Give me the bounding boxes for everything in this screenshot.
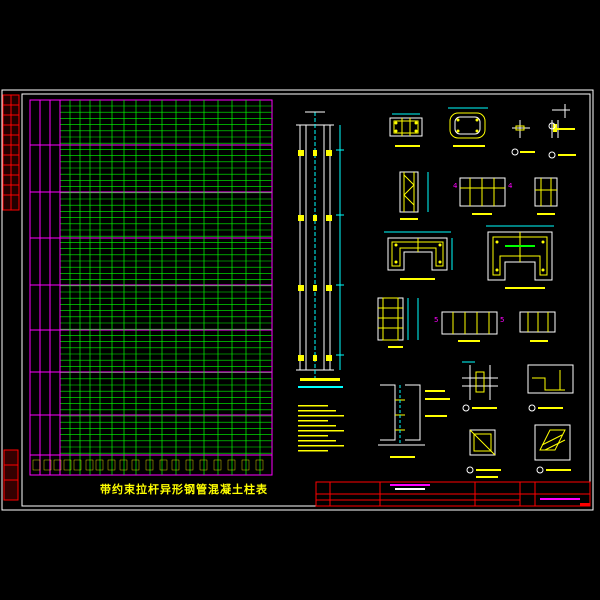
stiffener-plate: [313, 355, 317, 361]
base-detail: [378, 384, 450, 458]
table-header-cell: [95, 459, 104, 471]
table-header-cell: [107, 459, 116, 471]
note-line: [298, 425, 336, 427]
svg-text:5: 5: [434, 316, 438, 324]
outer-frame: [1, 89, 594, 511]
table-header-cell: [73, 459, 82, 471]
table-header-cell: [145, 459, 154, 471]
table-header-cell: [213, 459, 222, 471]
note-line: [298, 450, 328, 452]
table-header-cell: [171, 459, 180, 471]
note-line: [298, 410, 336, 412]
drawing-border: [21, 93, 591, 507]
plate-elevation-2: [534, 177, 558, 215]
node-detail-small-1: [511, 120, 535, 156]
table-header-cell: [227, 459, 236, 471]
table-header-cell: [159, 459, 168, 471]
table-header-cell: [119, 459, 128, 471]
stiffener-plate: [313, 285, 317, 291]
note-line: [298, 435, 328, 437]
title-block: [315, 481, 591, 507]
note-line: [298, 415, 344, 417]
left-binding-strip: [2, 94, 20, 501]
stiffener-plate: [298, 150, 304, 156]
stiffener-plan: [377, 297, 419, 348]
stiffener-plate: [326, 285, 332, 291]
stiffener-plate: [313, 150, 317, 156]
note-line: [298, 420, 328, 422]
connection-node-detail: [462, 361, 498, 412]
plate-elevation-4: [519, 311, 556, 342]
plate-elevation-3: 5 5: [434, 311, 504, 342]
svg-text:4: 4: [453, 182, 458, 190]
composite-section-a: [384, 231, 453, 280]
note-line: [298, 440, 336, 442]
welded-bracket-detail: [534, 424, 571, 474]
plate-elevation-1: 4 4: [453, 177, 513, 215]
section-detail-1: [389, 113, 423, 147]
table-header-cell: [53, 459, 62, 471]
table-title: 带约束拉杆异形钢管混凝土柱表: [100, 483, 268, 496]
table-header-cell: [32, 459, 41, 471]
svg-text:5: 5: [500, 316, 504, 324]
stiffener-plate: [326, 215, 332, 221]
stiffener-plate: [326, 355, 332, 361]
table-outline: [29, 99, 273, 476]
note-line: [298, 405, 328, 407]
elevation-stiffener-plates: [298, 150, 332, 361]
table-header-cell: [199, 459, 208, 471]
stiffener-plate: [298, 355, 304, 361]
table-header-cell: [241, 459, 250, 471]
table-header-cell: [63, 459, 72, 471]
general-notes: [298, 378, 344, 452]
column-elevation: [296, 111, 344, 378]
stiffener-plate: [326, 150, 332, 156]
vertical-section-detail: [399, 171, 429, 220]
bracket-detail: [527, 364, 574, 412]
stiffener-plate: [313, 215, 317, 221]
stiffener-plate: [298, 215, 304, 221]
square-section-detail: [466, 429, 501, 478]
table-header-cell: [43, 459, 52, 471]
table-header-cell: [85, 459, 94, 471]
column-table: [29, 99, 273, 476]
svg-text:4: 4: [508, 182, 513, 190]
composite-section-b: [486, 225, 554, 289]
stiffener-plate: [298, 285, 304, 291]
table-header-cell: [131, 459, 140, 471]
section-detail-2: [448, 107, 488, 147]
note-line: [298, 445, 344, 447]
table-header-cell: [255, 459, 264, 471]
table-header-cell: [185, 459, 194, 471]
note-line: [298, 430, 344, 432]
node-detail-small-2: [548, 104, 576, 159]
